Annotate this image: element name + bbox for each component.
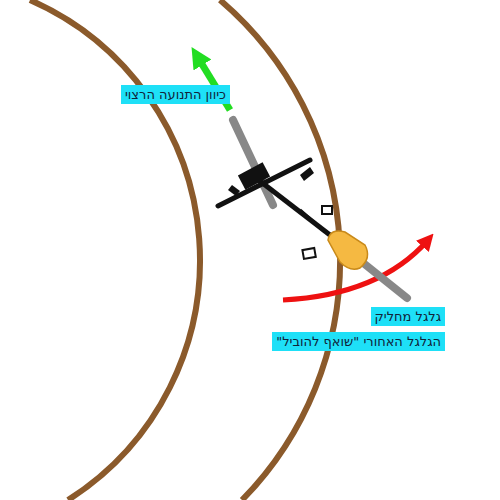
callout-label: הגלגל האחורי "שואף להוביל" <box>272 332 445 351</box>
bicycle <box>218 120 407 298</box>
callout-label: גלגל מחליק <box>371 307 445 326</box>
callout-label: כיוון התנועה הרצוי <box>121 85 230 104</box>
outer-track <box>220 0 340 500</box>
inner-track <box>30 0 200 500</box>
